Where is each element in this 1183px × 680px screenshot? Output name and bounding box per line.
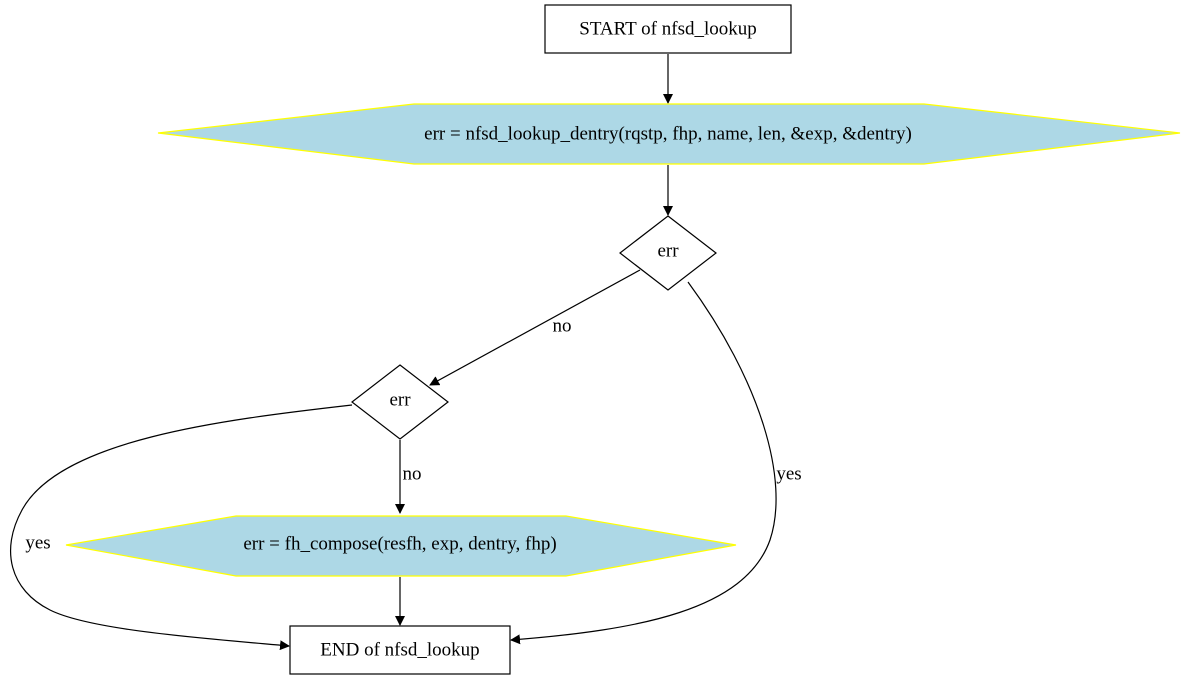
- node-lookup-dentry: err = nfsd_lookup_dentry(rqstp, fhp, nam…: [157, 103, 1181, 165]
- node-end: END of nfsd_lookup: [289, 625, 511, 675]
- node-cond1-label: err: [657, 241, 679, 262]
- node-cond1: err: [619, 215, 717, 291]
- edge-cond1-to-cond2: [429, 269, 641, 386]
- edge-cond1-to-end: [510, 281, 777, 645]
- edge-labels: no yes no yes: [25, 316, 801, 554]
- node-cond2: err: [351, 364, 449, 440]
- edges: [9, 54, 777, 651]
- node-start-label: START of nfsd_lookup: [579, 19, 757, 40]
- node-fh-compose-label: err = fh_compose(resfh, exp, dentry, fhp…: [243, 534, 556, 555]
- edge-cond2-to-end: [9, 404, 353, 651]
- edge-label-cond1-no: no: [553, 316, 572, 337]
- node-fh-compose: err = fh_compose(resfh, exp, dentry, fhp…: [65, 515, 737, 577]
- edge-label-cond1-yes: yes: [776, 464, 801, 485]
- edge-label-cond2-yes: yes: [25, 533, 50, 554]
- node-cond2-label: err: [389, 390, 411, 411]
- node-start: START of nfsd_lookup: [544, 4, 792, 54]
- node-end-label: END of nfsd_lookup: [320, 640, 479, 661]
- node-lookup-dentry-label: err = nfsd_lookup_dentry(rqstp, fhp, nam…: [424, 124, 912, 145]
- edge-label-cond2-no: no: [403, 464, 422, 485]
